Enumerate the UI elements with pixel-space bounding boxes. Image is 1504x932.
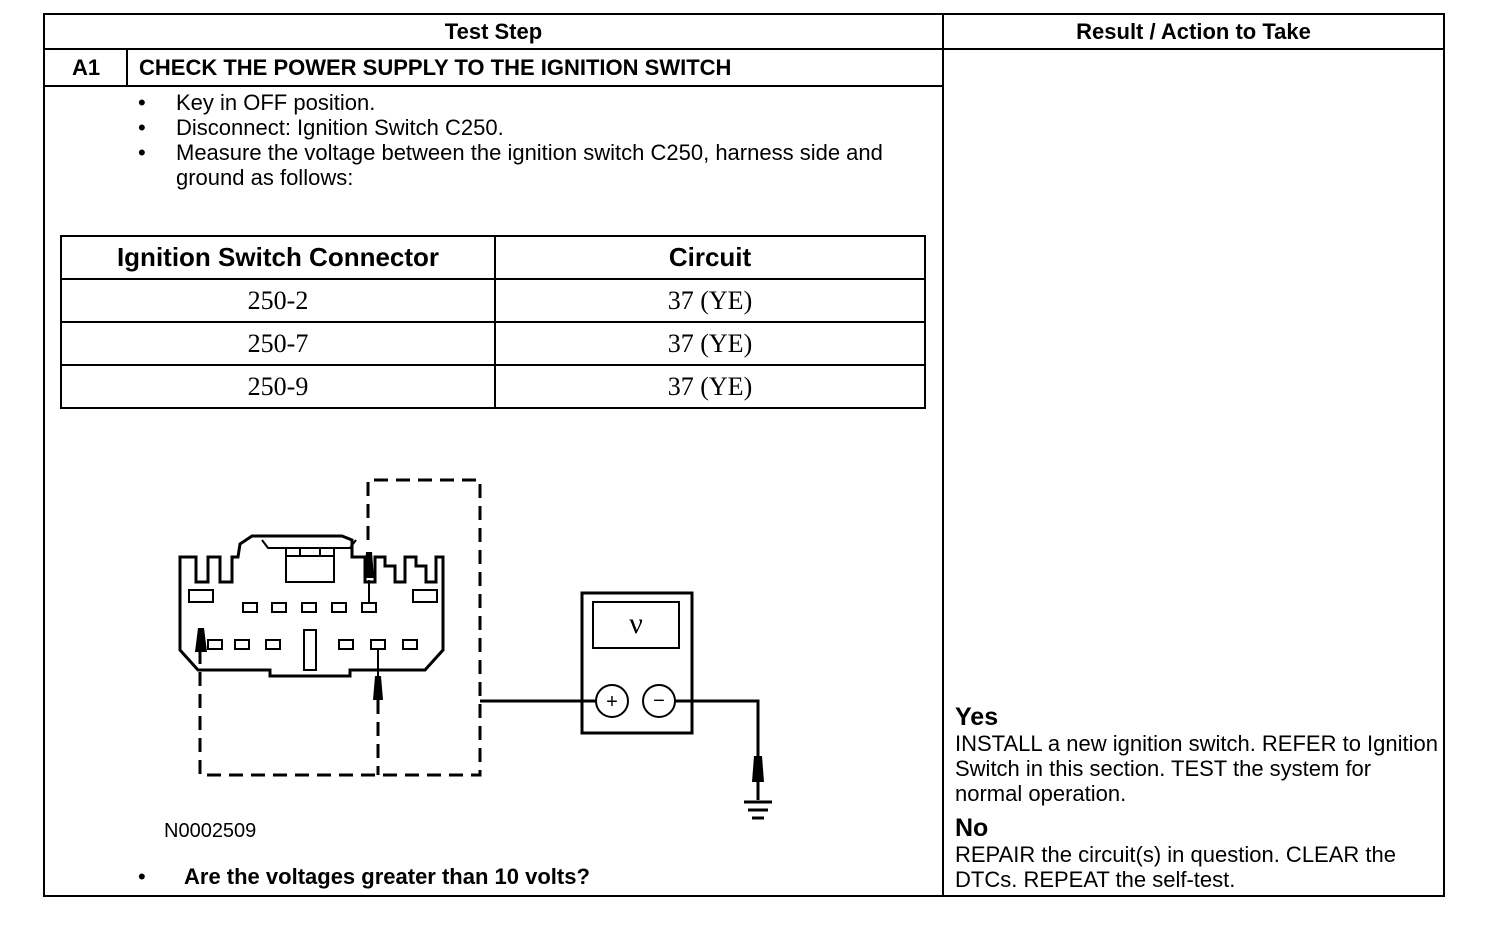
jumper-wires-icon bbox=[198, 478, 482, 777]
connector-pins-icon bbox=[188, 589, 438, 671]
instruction-item: • Measure the voltage between the ignitio… bbox=[138, 140, 896, 190]
yes-action-text: INSTALL a new ignition switch. REFER to … bbox=[955, 731, 1438, 806]
circuit-cell: 37 (YE) bbox=[494, 321, 926, 366]
result-yes: Yes INSTALL a new ignition switch. REFER… bbox=[955, 703, 1440, 806]
table-header-row: Ignition Switch Connector Circuit bbox=[60, 235, 926, 280]
table-row: 250-7 37 (YE) bbox=[60, 321, 926, 366]
circuit-cell: 37 (YE) bbox=[494, 278, 926, 323]
instruction-text: Measure the voltage between the ignition… bbox=[176, 140, 883, 190]
yes-label: Yes bbox=[955, 703, 999, 731]
table-row: 250-2 37 (YE) bbox=[60, 278, 926, 323]
result-no: No REPAIR the circuit(s) in question. CL… bbox=[955, 814, 1440, 892]
minus-terminal-label: − bbox=[653, 690, 665, 712]
plus-terminal-label: + bbox=[606, 691, 618, 713]
no-label: No bbox=[955, 814, 989, 842]
step-title: CHECK THE POWER SUPPLY TO THE IGNITION S… bbox=[139, 55, 732, 80]
connector-table: Ignition Switch Connector Circuit 250-2 … bbox=[60, 235, 926, 409]
column-header-circuit: Circuit bbox=[494, 235, 926, 280]
header-result-action: Result / Action to Take bbox=[1076, 19, 1311, 44]
circuit-cell: 37 (YE) bbox=[494, 364, 926, 409]
instruction-item: • Disconnect: Ignition Switch C250. bbox=[138, 115, 928, 140]
no-action-text: REPAIR the circuit(s) in question. CLEAR… bbox=[955, 842, 1396, 892]
ground-symbol-icon bbox=[744, 800, 772, 820]
header-divider bbox=[43, 48, 1445, 50]
column-header-connector: Ignition Switch Connector bbox=[60, 235, 496, 280]
connector-latch-icon bbox=[261, 539, 357, 549]
connector-outline-icon bbox=[178, 534, 445, 678]
wiring-diagram: ν + − bbox=[178, 478, 772, 820]
test-step-table bbox=[43, 13, 1445, 897]
figure-id: N0002509 bbox=[164, 820, 257, 842]
header-test-step: Test Step bbox=[444, 19, 543, 44]
instruction-text: Disconnect: Ignition Switch C250. bbox=[176, 115, 504, 140]
meter-symbol: ν bbox=[629, 607, 643, 640]
probe-tips-icon bbox=[195, 552, 764, 782]
bullet-glyph: • bbox=[138, 115, 146, 140]
bullet-glyph: • bbox=[138, 140, 146, 165]
table-row: 250-9 37 (YE) bbox=[60, 364, 926, 409]
connector-pin-cell: 250-9 bbox=[60, 364, 496, 409]
instruction-list: • Key in OFF position. • Disconnect: Ignit… bbox=[138, 90, 928, 190]
question: • Are the voltages greater than 10 volts? bbox=[138, 864, 590, 890]
connector-pin-cell: 250-7 bbox=[60, 321, 496, 366]
bullet-glyph: • bbox=[138, 90, 146, 115]
step-id-divider bbox=[126, 48, 128, 87]
step-title-divider bbox=[43, 85, 944, 87]
step-id: A1 bbox=[71, 55, 101, 80]
bullet-glyph: • bbox=[138, 864, 146, 889]
column-divider bbox=[942, 13, 944, 897]
multimeter-icon bbox=[580, 591, 694, 735]
question-text: Are the voltages greater than 10 volts? bbox=[184, 864, 590, 889]
connector-pin-cell: 250-2 bbox=[60, 278, 496, 323]
instruction-item: • Key in OFF position. bbox=[138, 90, 928, 115]
instruction-text: Key in OFF position. bbox=[176, 90, 376, 115]
